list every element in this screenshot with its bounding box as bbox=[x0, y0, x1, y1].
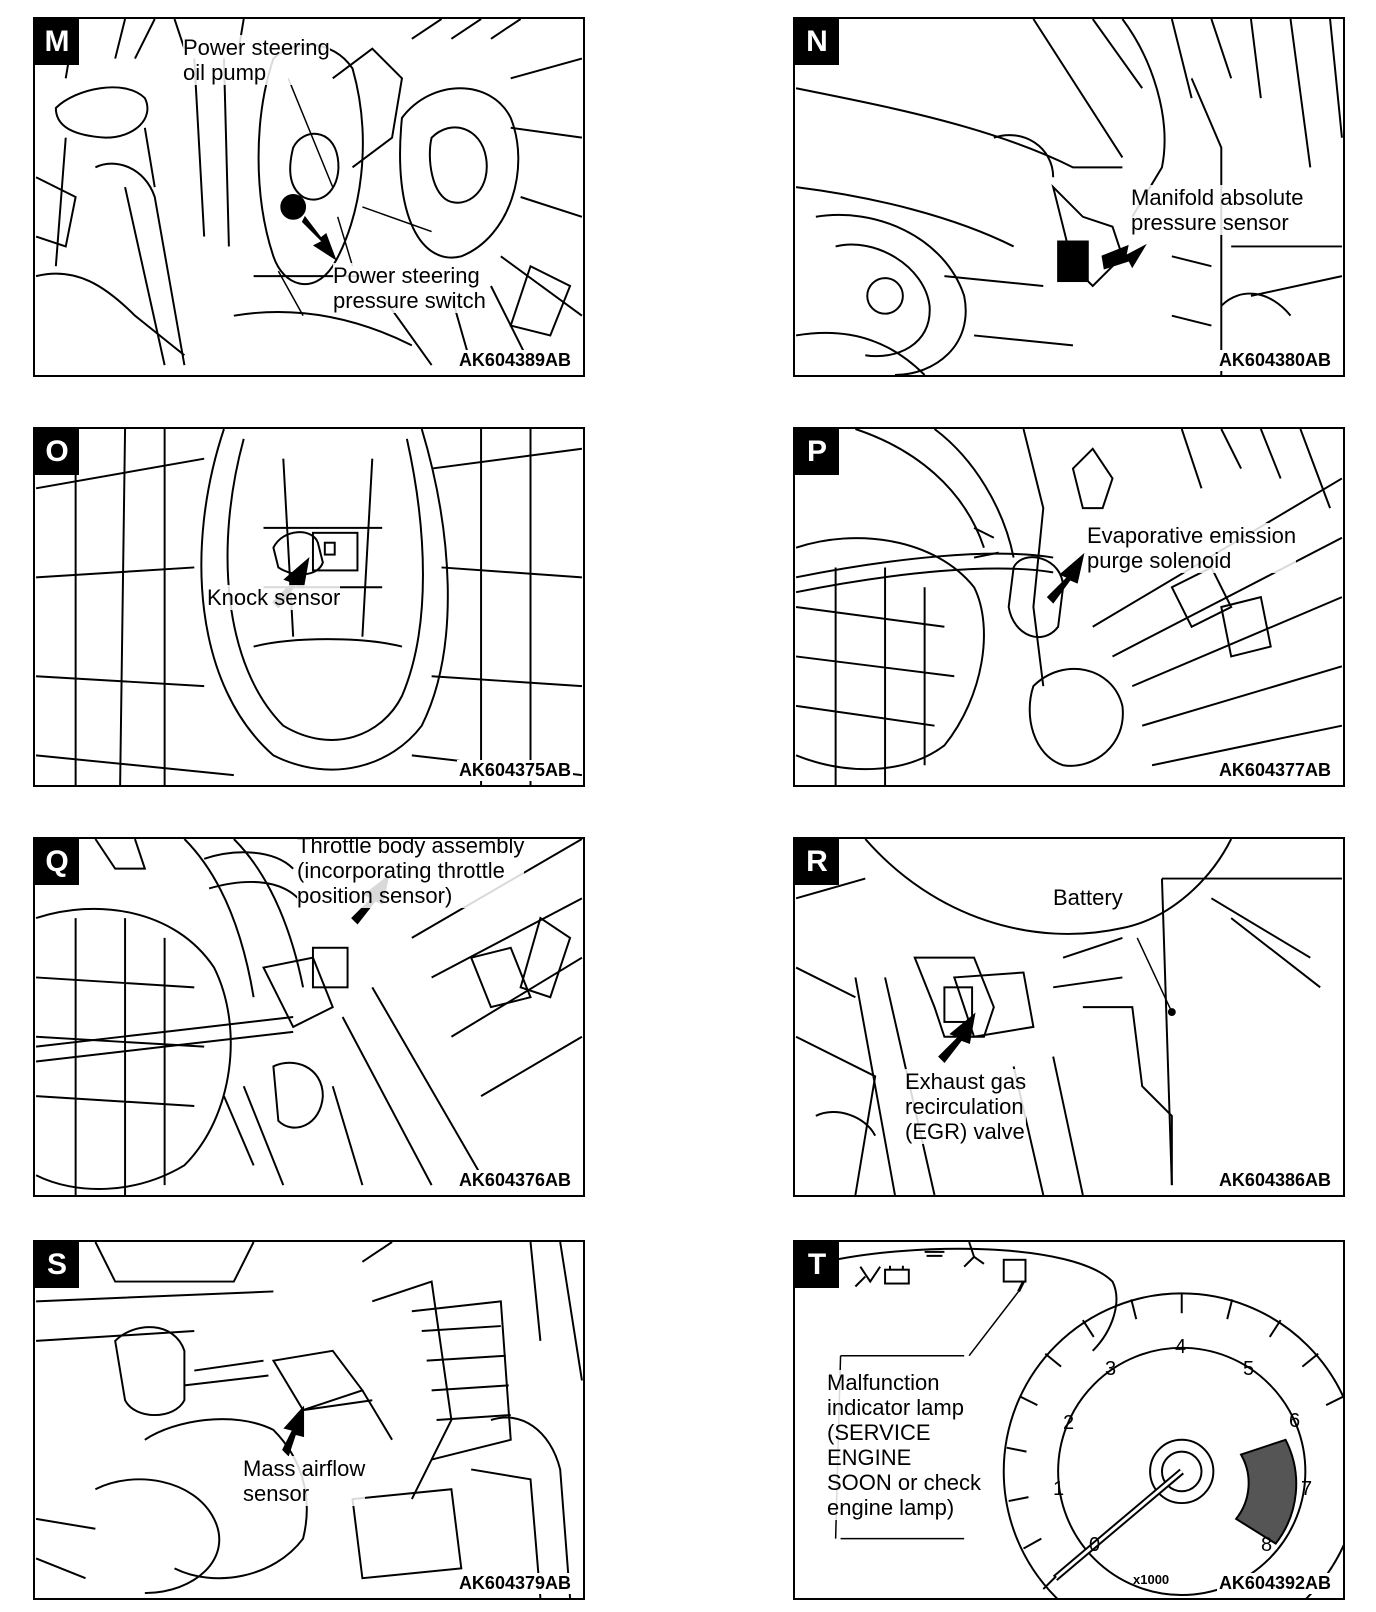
seatbelt-icon bbox=[854, 1266, 881, 1288]
gauge-number-0: 0 bbox=[1089, 1534, 1101, 1556]
engine-illustration-n bbox=[795, 19, 1343, 375]
gauge-number-6: 6 bbox=[1289, 1410, 1301, 1432]
engine-illustration-s bbox=[35, 1242, 583, 1598]
battery-icon bbox=[884, 1268, 910, 1285]
gauge-number-8: 8 bbox=[1261, 1534, 1273, 1556]
panel-letter: M bbox=[35, 19, 79, 65]
gauge-number-7: 7 bbox=[1301, 1478, 1313, 1500]
service-engine-soon-icon bbox=[1002, 1258, 1027, 1283]
panel-letter: R bbox=[795, 839, 839, 885]
gauge-number-1: 1 bbox=[1053, 1478, 1065, 1500]
tick-marks bbox=[1006, 1293, 1343, 1590]
figure-code: AK604389AB bbox=[456, 350, 573, 371]
callout-throttle-body-assembly: Throttle body assembly(incorporating thr… bbox=[297, 839, 525, 908]
panel-letter: P bbox=[795, 429, 839, 475]
tachometer-illustration bbox=[825, 1242, 1343, 1598]
callout-battery: Battery bbox=[1053, 885, 1123, 910]
panel-letter: N bbox=[795, 19, 839, 65]
gauge-number-5: 5 bbox=[1243, 1358, 1255, 1380]
figure-code: AK604380AB bbox=[1216, 350, 1333, 371]
figure-code: AK604379AB bbox=[456, 1573, 573, 1594]
figure-code: AK604377AB bbox=[1216, 760, 1333, 781]
panel-letter: S bbox=[35, 1242, 79, 1288]
figure-code: AK604375AB bbox=[456, 760, 573, 781]
panel-o: O Knock sensor AK604375AB bbox=[33, 427, 585, 787]
figure-code: AK604392AB bbox=[1216, 1573, 1333, 1594]
gauge-multiplier: x1000 bbox=[1133, 1572, 1170, 1587]
callout-knock-sensor: Knock sensor bbox=[207, 585, 341, 610]
brake-warning-icon bbox=[924, 1250, 945, 1257]
gauge-number-3: 3 bbox=[1105, 1358, 1117, 1380]
panel-q: Q Throttle body assembly(incorporating t… bbox=[33, 837, 585, 1197]
gauge-number-2: 2 bbox=[1063, 1412, 1075, 1434]
engine-illustration-p bbox=[795, 429, 1343, 785]
airbag-icon bbox=[963, 1242, 985, 1268]
figure-code: AK604376AB bbox=[456, 1170, 573, 1191]
panel-letter: O bbox=[35, 429, 79, 475]
panel-letter: T bbox=[795, 1242, 839, 1288]
panel-letter: Q bbox=[35, 839, 79, 885]
gauge-number-4: 4 bbox=[1175, 1336, 1187, 1358]
figure-code: AK604386AB bbox=[1216, 1170, 1333, 1191]
